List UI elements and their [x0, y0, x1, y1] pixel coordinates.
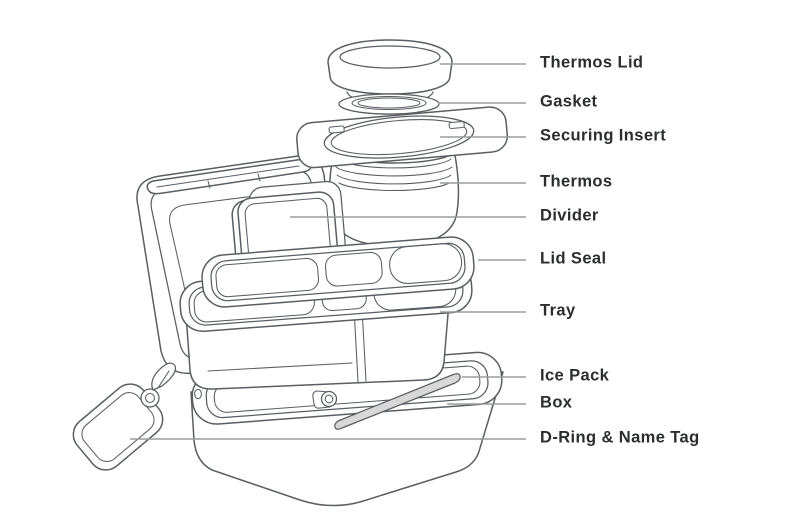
thermos-lid-drawing	[327, 39, 453, 104]
gasket-drawing	[338, 93, 440, 115]
d-ring-name-tag-drawing	[72, 362, 177, 471]
latch-pin-drawing	[312, 390, 338, 409]
leader-lines	[130, 63, 526, 440]
securing-insert-drawing	[296, 106, 509, 169]
ice-pack-drawing	[334, 373, 461, 430]
lid-seal-drawing	[201, 236, 475, 308]
